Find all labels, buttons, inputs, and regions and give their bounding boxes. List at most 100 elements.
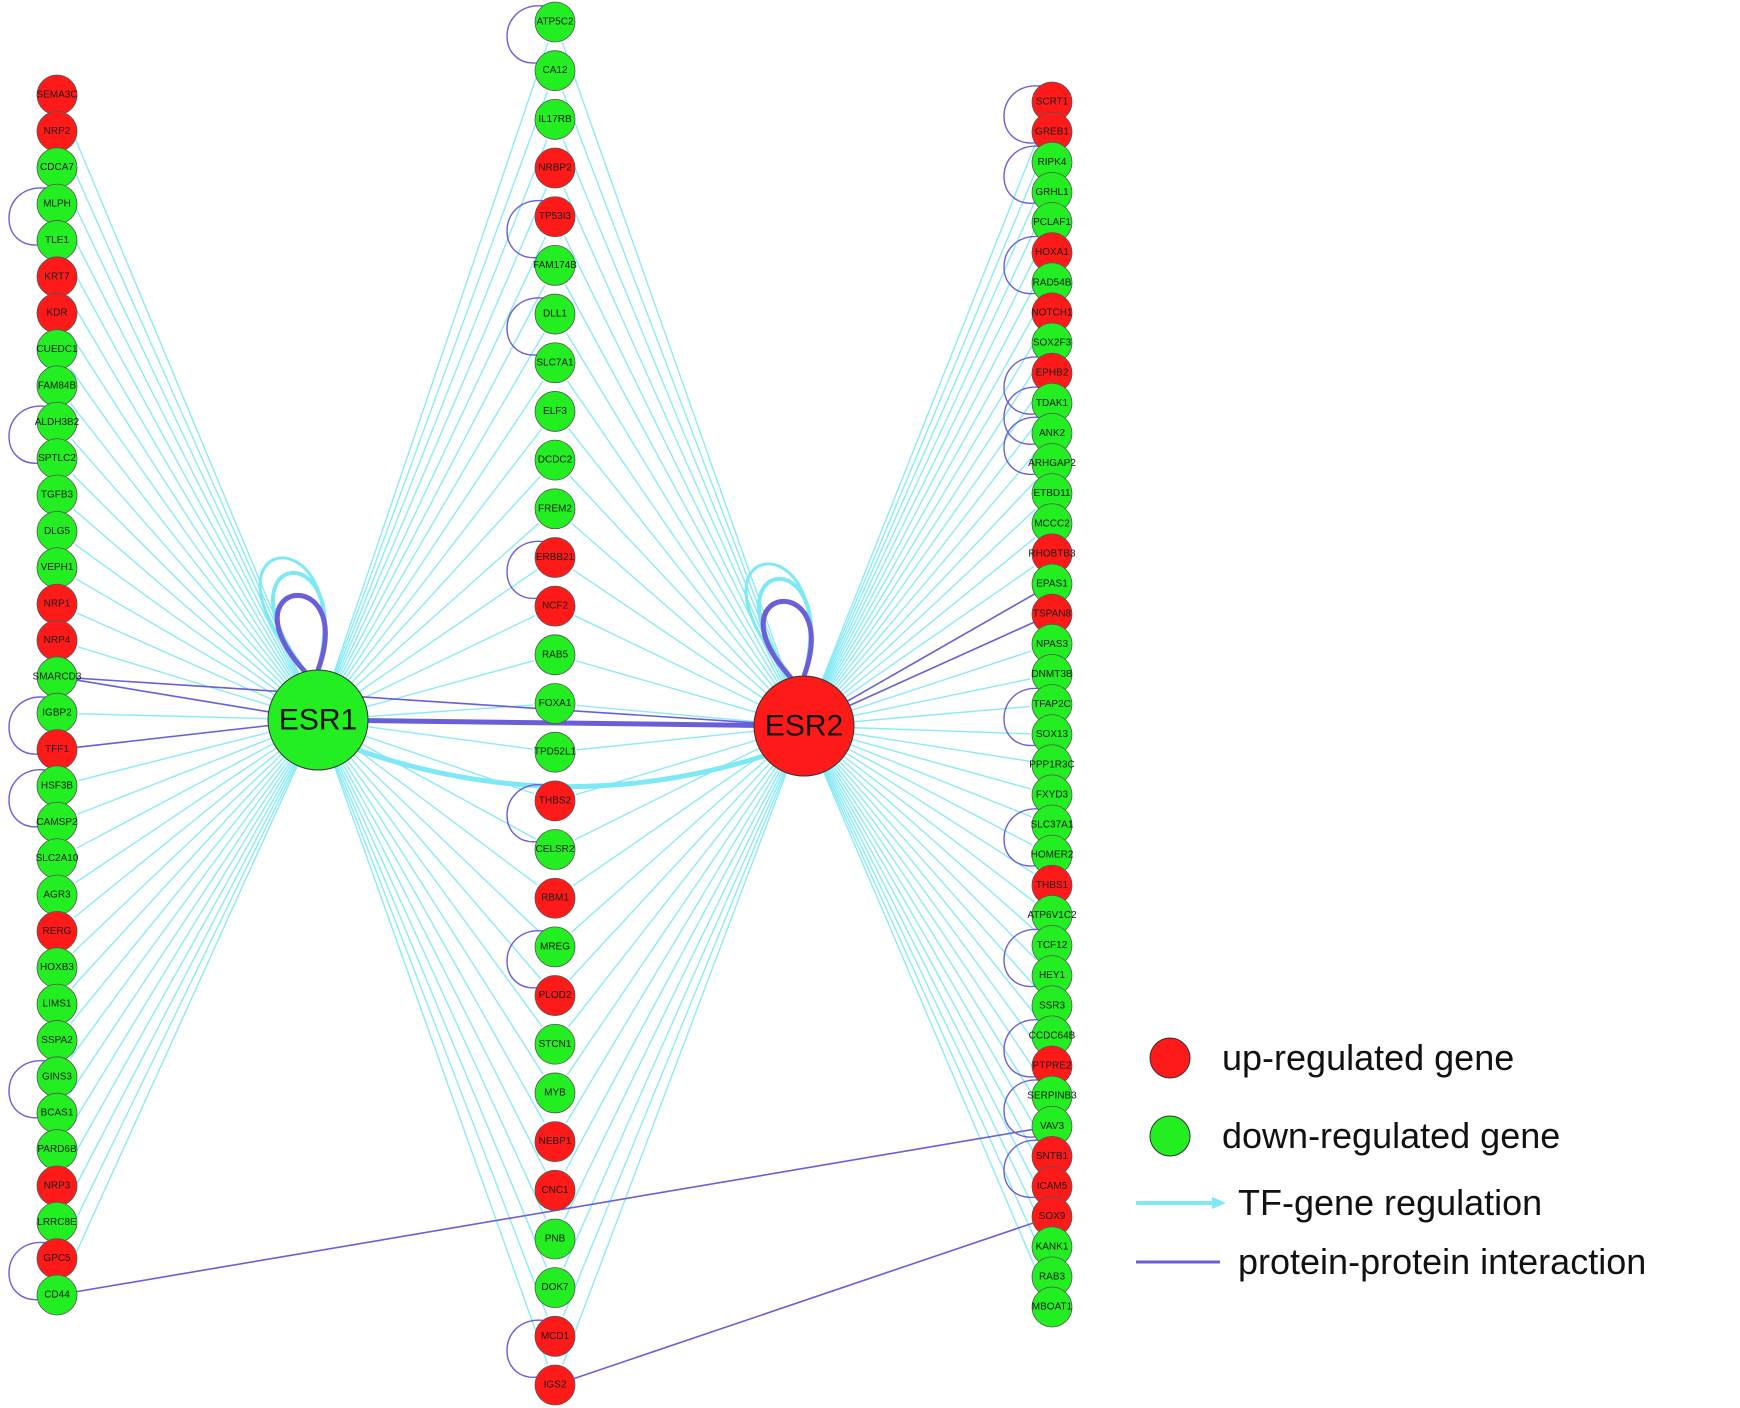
gene-node-frem2[interactable]: FREM2 — [534, 488, 576, 530]
gene-node-sox13[interactable]: SOX13 — [1031, 714, 1073, 756]
gene-node-etbd11[interactable]: ETBD11 — [1031, 473, 1073, 515]
ppi-self-loop — [506, 200, 544, 259]
gene-node-lrrc8e[interactable]: LRRC8E — [36, 1201, 78, 1243]
hub-node-esr2[interactable]: ESR2 — [753, 675, 855, 777]
gene-circle — [534, 731, 576, 773]
gene-node-mreg[interactable]: MREG — [534, 926, 576, 968]
gene-label: MYB — [544, 1087, 566, 1098]
gene-node-mcd1[interactable]: MCD1 — [534, 1315, 576, 1357]
ppi-self-loop — [8, 696, 46, 755]
gene-node-celsr2[interactable]: CELSR2 — [534, 829, 576, 870]
gene-label: PNB — [545, 1233, 566, 1244]
gene-node-rbm1[interactable]: RBM1 — [534, 877, 576, 919]
tf-edge — [803, 725, 1043, 1168]
gene-label: HOXB3 — [40, 962, 74, 973]
ppi-self-loop — [1003, 235, 1041, 295]
gene-node-dll1[interactable]: DLL1 — [534, 293, 576, 335]
gene-node-igbp2[interactable]: IGBP2 — [36, 692, 78, 734]
gene-node-sema3c[interactable]: SEMA3C — [36, 74, 78, 116]
gene-node-sptlc2[interactable]: SPTLC2 — [36, 438, 78, 480]
gene-node-nrp2[interactable]: NRP2 — [36, 110, 78, 152]
gene-label: DLL1 — [543, 309, 567, 320]
gene-node-rerg[interactable]: RERG — [36, 910, 78, 952]
tf-edge — [317, 719, 540, 933]
gene-node-dcdc2[interactable]: DCDC2 — [534, 439, 576, 481]
tf-edge — [317, 236, 547, 721]
gene-node-serpinb3[interactable]: SERPINB3 — [1027, 1075, 1077, 1117]
gene-node-mccc2[interactable]: MCCC2 — [1031, 503, 1073, 545]
gene-node-sspa2[interactable]: SSPA2 — [36, 1020, 78, 1061]
gene-node-tp53i3[interactable]: TP53I3 — [534, 196, 576, 238]
gene-node-fam84b[interactable]: FAM84B — [36, 365, 78, 407]
gene-node-veph1[interactable]: VEPH1 — [36, 547, 78, 589]
tf-edge — [69, 719, 319, 1060]
gene-node-camsp2[interactable]: CAMSP2 — [36, 801, 78, 843]
gene-node-tff1[interactable]: TFF1 — [36, 729, 78, 770]
gene-label: NPAS3 — [1036, 639, 1068, 650]
gene-node-dnmt3b[interactable]: DNMT3B — [1031, 653, 1073, 695]
legend-up-label: up-regulated gene — [1222, 1037, 1514, 1078]
gene-node-mlph[interactable]: MLPH — [36, 183, 78, 225]
gene-label: TPD52L1 — [534, 747, 577, 758]
gene-node-sntb1[interactable]: SNTB1 — [1031, 1135, 1073, 1177]
gene-node-erbb21[interactable]: ERBB21 — [534, 537, 576, 578]
gene-node-epas1[interactable]: EPAS1 — [1031, 563, 1073, 605]
gene-node-gins3[interactable]: GINS3 — [36, 1056, 78, 1098]
gene-node-tgfb3[interactable]: TGFB3 — [36, 474, 78, 516]
gene-node-cdca7[interactable]: CDCA7 — [36, 147, 78, 189]
gene-node-hsf3b[interactable]: HSF3B — [36, 765, 78, 807]
gene-node-ptpre2[interactable]: PTPRE2 — [1031, 1045, 1073, 1087]
gene-node-tcf12[interactable]: TCF12 — [1031, 925, 1073, 966]
gene-node-tle1[interactable]: TLE1 — [36, 220, 78, 261]
gene-node-nrp1[interactable]: NRP1 — [36, 583, 78, 625]
gene-node-ca12[interactable]: CA12 — [534, 50, 576, 92]
gene-node-rab5[interactable]: RAB5 — [534, 634, 576, 676]
gene-node-slc2a10[interactable]: SLC2A10 — [36, 838, 79, 880]
gene-node-agr3[interactable]: AGR3 — [36, 874, 78, 916]
tf-edge — [803, 725, 1039, 1020]
gene-node-tspan8[interactable]: TSPAN8 — [1031, 593, 1073, 635]
gene-node-lims1[interactable]: LIMS1 — [36, 983, 78, 1025]
gene-node-nebp1[interactable]: NEBP1 — [534, 1121, 576, 1163]
gene-node-hoxa1[interactable]: HOXA1 — [1031, 232, 1073, 274]
ppi-self-loop — [506, 784, 544, 843]
tf-edge — [569, 725, 805, 980]
hub-node-esr1[interactable]: ESR1 — [267, 669, 369, 771]
gene-node-elf3[interactable]: ELF3 — [534, 391, 576, 432]
gene-node-nrp4[interactable]: NRP4 — [36, 620, 78, 661]
gene-node-ephb2[interactable]: EPHB2 — [1031, 352, 1073, 394]
gene-node-pard6b[interactable]: PARD6B — [36, 1129, 78, 1170]
gene-node-thbs2[interactable]: THBS2 — [534, 780, 576, 822]
gene-node-il17rb[interactable]: IL17RB — [534, 98, 576, 140]
gene-node-dok7[interactable]: DOK7 — [534, 1267, 576, 1309]
gene-label: FAM84B — [38, 380, 77, 391]
gene-node-fam174b[interactable]: FAM174B — [533, 244, 577, 286]
gene-node-bcas1[interactable]: BCAS1 — [36, 1092, 78, 1134]
gene-node-dlg5[interactable]: DLG5 — [36, 510, 78, 552]
gene-node-atp5c2[interactable]: ATP5C2 — [534, 1, 576, 43]
gene-node-myb[interactable]: MYB — [534, 1072, 576, 1114]
gene-label: LRRC8E — [37, 1217, 77, 1228]
gene-circle — [534, 926, 576, 968]
gene-node-slc7a1[interactable]: SLC7A1 — [534, 342, 576, 384]
gene-node-nrbp2[interactable]: NRBP2 — [534, 147, 576, 189]
gene-node-stcn1[interactable]: STCN1 — [534, 1023, 576, 1065]
gene-node-gpc5[interactable]: GPC5 — [36, 1238, 78, 1280]
gene-node-mboat1[interactable]: MBOAT1 — [1031, 1286, 1073, 1328]
gene-node-krt7[interactable]: KRT7 — [36, 256, 78, 298]
gene-node-tpd52l1[interactable]: TPD52L1 — [534, 731, 577, 773]
gene-node-pnb[interactable]: PNB — [534, 1218, 576, 1260]
gene-node-hoxb3[interactable]: HOXB3 — [36, 947, 78, 989]
gene-node-cnc1[interactable]: CNC1 — [534, 1169, 576, 1211]
gene-node-smarcd3[interactable]: SMARCD3 — [33, 656, 82, 698]
gene-node-ncf2[interactable]: NCF2 — [534, 585, 576, 627]
gene-node-foxa1[interactable]: FOXA1 — [534, 683, 576, 724]
gene-node-cuedc1[interactable]: CUEDC1 — [36, 329, 78, 370]
gene-node-kdr[interactable]: KDR — [36, 292, 78, 334]
gene-node-igs2[interactable]: IGS2 — [534, 1364, 576, 1406]
gene-node-plod2[interactable]: PLOD2 — [534, 975, 576, 1016]
gene-node-aldh3b2[interactable]: ALDH3B2 — [35, 401, 80, 443]
gene-node-nrp3[interactable]: NRP3 — [36, 1165, 78, 1207]
gene-node-cd44[interactable]: CD44 — [36, 1274, 78, 1316]
gene-node-notch1[interactable]: NOTCH1 — [1031, 292, 1073, 334]
